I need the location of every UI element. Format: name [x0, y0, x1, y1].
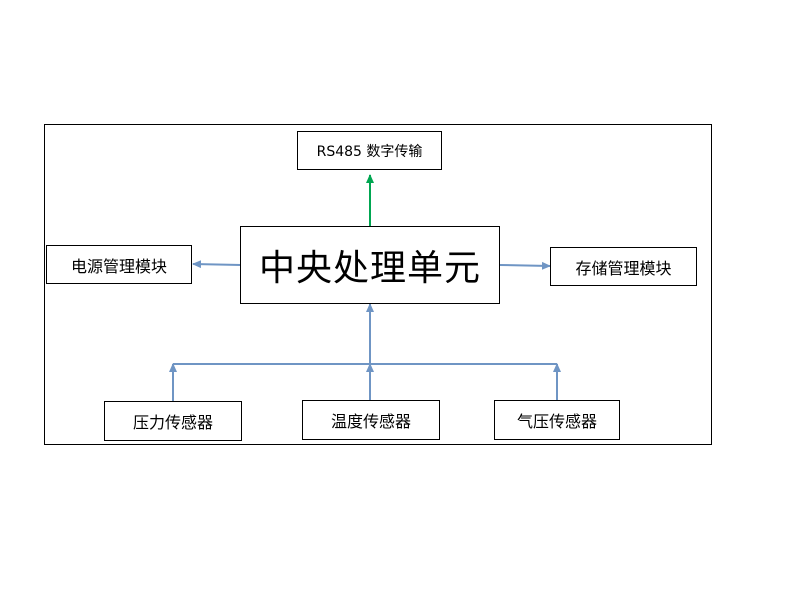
temperature-label: 温度传感器 — [330, 412, 411, 431]
pressure-label: 压力传感器 — [132, 413, 213, 432]
pressure-sensor-box: 压力传感器 — [104, 401, 242, 441]
barometric-sensor-box: 气压传感器 — [494, 400, 620, 440]
central-processing-unit-box: 中央处理单元 — [240, 226, 500, 304]
central-label: 中央处理单元 — [258, 248, 481, 289]
barometric-label: 气压传感器 — [516, 412, 597, 431]
temperature-sensor-box: 温度传感器 — [302, 400, 440, 440]
diagram-frame — [44, 124, 712, 445]
power-management-box: 电源管理模块 — [46, 245, 192, 284]
rs485-label: RS485 数字传输 — [316, 143, 423, 160]
storage-management-box: 存储管理模块 — [550, 247, 697, 286]
power-label: 电源管理模块 — [70, 256, 167, 276]
storage-label: 存储管理模块 — [575, 258, 672, 278]
rs485-box: RS485 数字传输 — [297, 131, 442, 170]
